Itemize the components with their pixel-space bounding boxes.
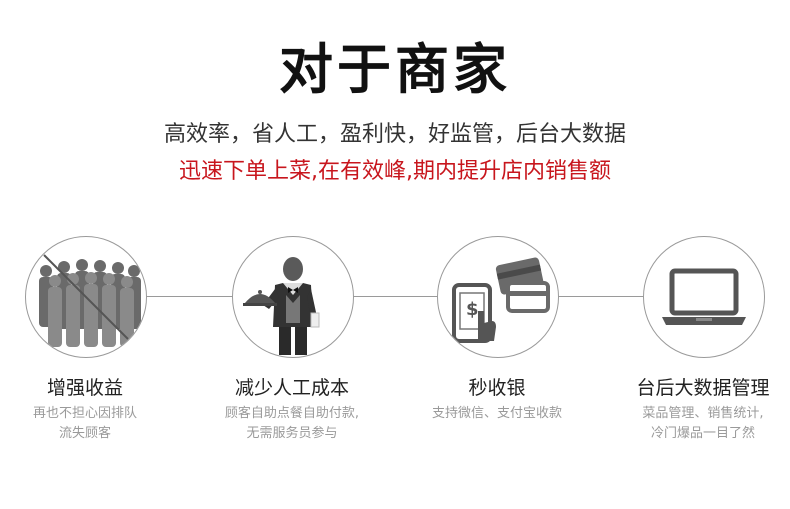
- feature-desc-revenue: 再也不担心因排队 流失顾客: [32, 406, 137, 441]
- feature-title-cashier: 秒收银: [468, 377, 526, 399]
- connector-line: [85, 296, 705, 297]
- feature-title-revenue: 增强收益: [46, 377, 123, 399]
- laptop-icon: [662, 268, 746, 325]
- waiter-icon: [243, 257, 320, 355]
- benefits-subtitle: 高效率，省人工，盈利快，好监管，后台大数据: [163, 122, 626, 147]
- svg-text:$: $: [466, 299, 479, 320]
- feature-desc-cashier: 支持微信、支付宝收款: [431, 406, 562, 421]
- feature-title-labor: 减少人工成本: [234, 377, 349, 399]
- feature-circle-data: [643, 236, 765, 358]
- feature-circle-cashier: $: [437, 236, 559, 358]
- feature-desc-data: 菜品管理、销售统计, 冷门爆品一目了然: [642, 406, 764, 441]
- feature-desc-labor: 顾客自助点餐自助付款, 无需服务员参与: [224, 406, 360, 441]
- feature-title-data: 台后大数据管理: [636, 377, 770, 399]
- sales-highlight: 迅速下单上菜,在有效峰,期内提升店内销售额: [179, 159, 611, 184]
- feature-circle-labor: [232, 236, 354, 358]
- page-title: 对于商家: [279, 38, 511, 101]
- mobile-payment-icon: $: [452, 257, 550, 343]
- feature-circle-revenue: [25, 236, 147, 358]
- crowd-crossed-icon: [39, 254, 141, 347]
